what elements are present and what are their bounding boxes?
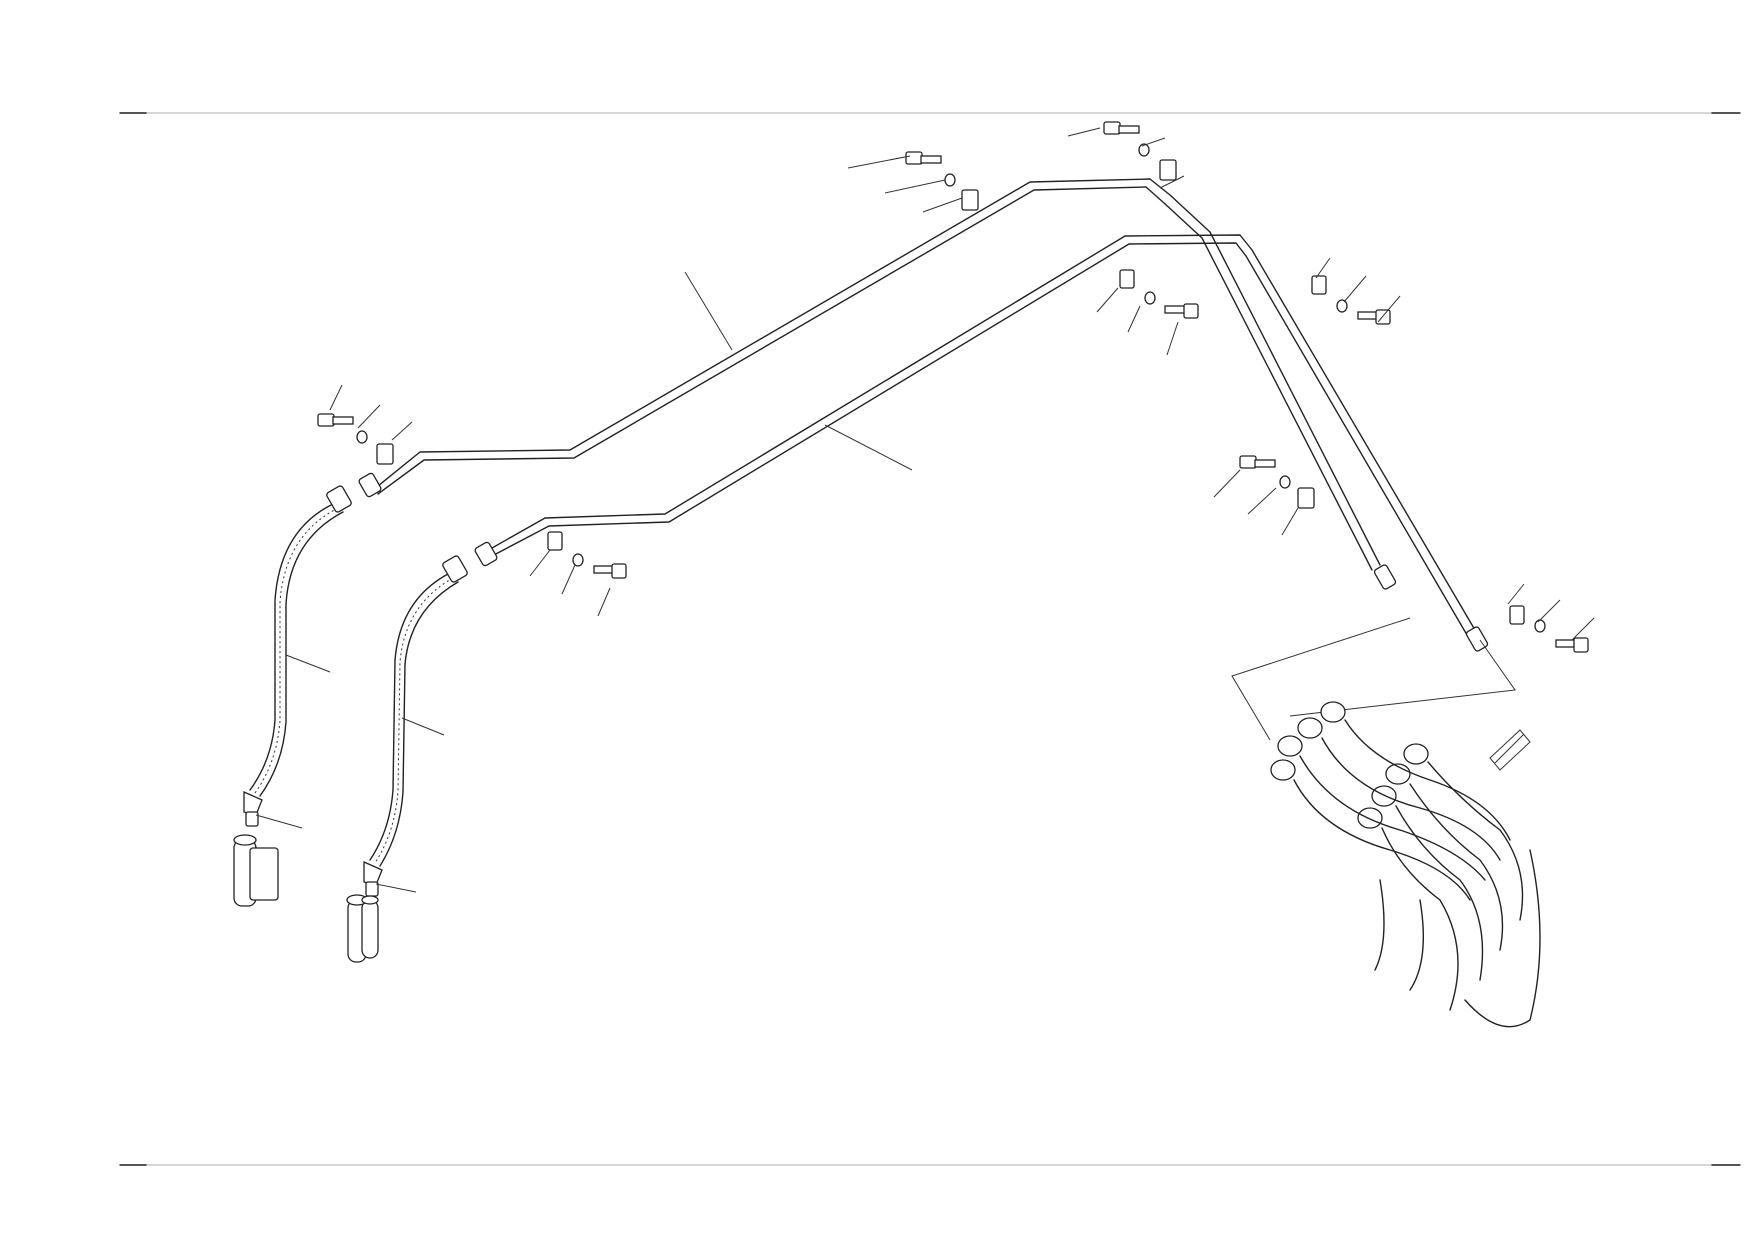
clamp-set-5 xyxy=(1311,275,1391,325)
valve-block-lower xyxy=(346,894,379,963)
clamp-set-3 xyxy=(1103,121,1177,181)
elbow-fitting-lower xyxy=(363,860,383,897)
valve-block-upper xyxy=(233,834,279,907)
pipe-end-fittings xyxy=(1373,564,1489,652)
hose-bundle xyxy=(1270,701,1541,1028)
frame-lines xyxy=(119,112,1741,1166)
clamp-set-2 xyxy=(905,151,979,211)
upper-flexible-hose xyxy=(249,472,382,797)
elbow-fitting-upper xyxy=(243,790,263,827)
leader-lines xyxy=(255,127,1595,893)
clamp-set-4 xyxy=(1119,269,1199,319)
connection-lines xyxy=(1231,617,1516,741)
lower-rigid-pipe xyxy=(491,234,1476,636)
upper-rigid-pipe xyxy=(377,178,1381,571)
clamp-set-8 xyxy=(1509,605,1589,653)
lower-flexible-hose xyxy=(369,541,498,867)
clamp-set-6 xyxy=(1239,455,1315,509)
clamp-set-7 xyxy=(547,531,627,579)
clamp-set-1 xyxy=(317,413,394,465)
